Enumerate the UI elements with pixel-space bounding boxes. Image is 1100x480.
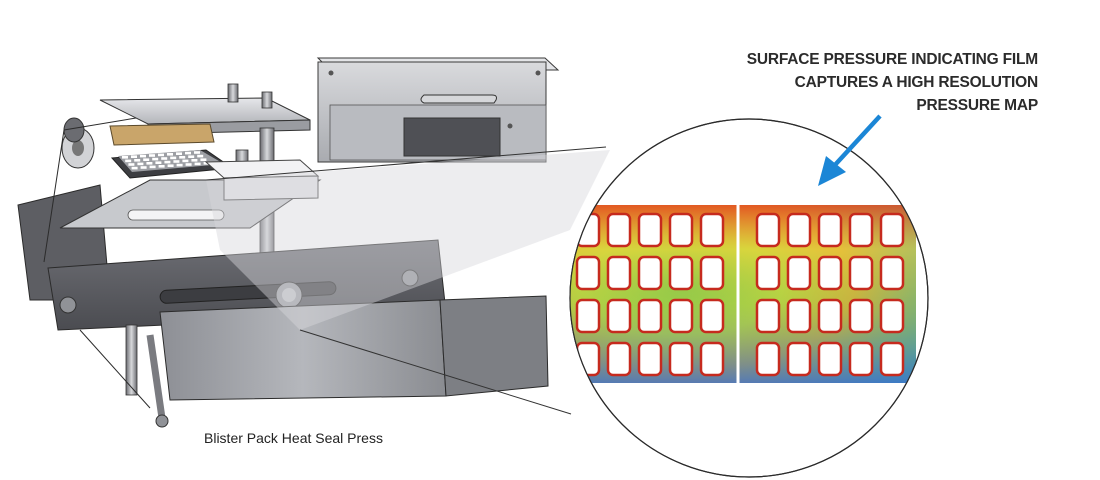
tray-cell: [149, 154, 155, 157]
tray-cell: [155, 161, 162, 164]
tray-cell: [158, 165, 165, 168]
pressure-map-cell: [699, 341, 725, 377]
film-roller: [61, 117, 95, 169]
tray-cell: [203, 162, 210, 165]
pressure-map-cell: [699, 255, 725, 291]
pressure-map-cell: [848, 212, 874, 248]
pressure-map-cell: [817, 298, 843, 334]
tray-cell: [170, 156, 177, 160]
pressure-map-cell: [668, 255, 694, 291]
tray-cell: [197, 154, 204, 158]
magnified-lens: [569, 118, 929, 478]
pressure-map-cell: [879, 212, 905, 248]
pressure-map-cell: [786, 255, 812, 291]
base-unit: [159, 295, 549, 401]
callout-arrow: [818, 114, 882, 186]
heat-seal-press-illustration: [17, 57, 560, 428]
tray-cell: [140, 154, 146, 158]
pressure-map-cell: [668, 298, 694, 334]
pressure-map-cell: [817, 212, 843, 248]
heater-housing: [316, 57, 560, 163]
pressure-map-cell: [637, 212, 663, 248]
pressure-map-cell: [606, 298, 632, 334]
pressure-map-cell: [606, 255, 632, 291]
pressure-map-cell: [786, 212, 812, 248]
callout-line-2: CAPTURES A HIGH RESOLUTION: [794, 74, 1039, 91]
tray-cell: [179, 156, 186, 159]
pressure-map-cell: [817, 255, 843, 291]
pressure-map-cell: [699, 212, 725, 248]
magnifier-beam: [205, 146, 610, 415]
tray-cell: [143, 158, 150, 161]
pressure-map-cell: [786, 298, 812, 334]
pressure-map-cell: [606, 341, 632, 377]
pressure-map-cell: [637, 341, 663, 377]
pressure-map-cell: [699, 298, 725, 334]
callout-text: SURFACE PRESSURE INDICATING FILM CAPTURE…: [747, 48, 1038, 117]
pressure-map-cell: [637, 255, 663, 291]
pressure-map-cell: [606, 212, 632, 248]
pressure-map-cell: [755, 341, 781, 377]
tray-cell: [134, 159, 141, 162]
pressure-map-cell: [817, 341, 843, 377]
tray-cell: [152, 157, 159, 161]
pressure-map: [570, 205, 916, 383]
pressure-map-cell: [637, 298, 663, 334]
tray-cell: [191, 159, 198, 162]
tray-cell: [194, 151, 200, 154]
tray-cell: [167, 153, 173, 156]
pressure-map-cell: [879, 341, 905, 377]
tray-cell: [131, 155, 137, 158]
tray-cell: [146, 162, 153, 165]
pressure-map-cell: [879, 298, 905, 334]
tray-cell: [200, 158, 207, 161]
tray-cell: [194, 162, 201, 166]
tray-cell: [164, 160, 171, 164]
tray-cell: [128, 163, 135, 166]
pressure-map-cell: [668, 212, 694, 248]
machine-caption: Blister Pack Heat Seal Press: [204, 430, 383, 446]
callout-line-1: SURFACE PRESSURE INDICATING FILM: [746, 51, 1038, 68]
tray-cell: [122, 156, 128, 159]
tray-cell: [137, 162, 144, 166]
pressure-map-cell: [848, 341, 874, 377]
tray-cell: [176, 163, 183, 167]
upper-platen: [99, 83, 311, 146]
pressure-map-cell: [755, 298, 781, 334]
pressure-map-cell: [755, 255, 781, 291]
tray-cell: [167, 164, 174, 167]
tray-cell: [131, 166, 138, 170]
pressure-map-cell: [575, 298, 601, 334]
tray-cell: [149, 165, 156, 169]
tray-cell: [188, 155, 195, 158]
pressure-map-cell: [668, 341, 694, 377]
pressure-map-cell: [755, 212, 781, 248]
blister-tray: [110, 149, 234, 179]
pressure-map-cell: [879, 255, 905, 291]
tray-cell: [140, 166, 147, 169]
tray-cell: [185, 163, 192, 166]
pressure-map-cell: [848, 298, 874, 334]
tray-cell: [182, 159, 189, 163]
pressure-map-cell: [848, 255, 874, 291]
tray-cell: [158, 153, 164, 157]
support-legs: [79, 324, 169, 428]
tray-cell: [125, 159, 132, 163]
tray-cell: [176, 152, 182, 155]
tray-cell: [185, 151, 191, 155]
pressure-map-cell: [575, 255, 601, 291]
callout-line-3: PRESSURE MAP: [916, 97, 1038, 114]
tray-cell: [161, 157, 168, 160]
tray-cell: [173, 160, 180, 163]
pressure-map-cell: [786, 341, 812, 377]
